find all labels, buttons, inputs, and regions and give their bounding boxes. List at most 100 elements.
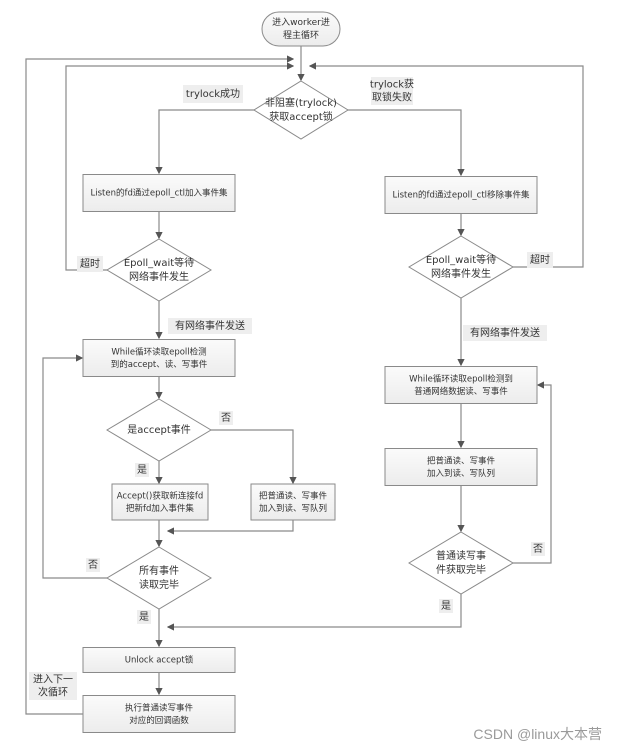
edge-label-trylock-ok: trylock成功 [183,85,243,103]
edge-label-text: 进入下一 [33,674,73,686]
while-right-text: While循环读取epoll检测到 [409,373,513,384]
edge-label-text: 有网络事件发送 [470,326,540,339]
callbacks-text: 对应的回调函数 [129,715,189,726]
terminal-shape [261,11,341,47]
unlock-text: Unlock accept锁 [125,655,194,666]
edge-label-text: 否 [88,559,98,571]
epoll-wait-left-text: Epoll_wait等待 [124,256,194,269]
process-box [82,695,236,733]
edge-timeout-right [308,62,584,268]
edge-label-accept-yes: 是 [135,463,149,477]
edge-trylock-ok [155,109,254,175]
edge-label-accept-no: 否 [219,411,233,425]
edge-label-all-yes: 是 [137,610,151,624]
normal-done-text: 普通读写事 [436,549,486,562]
decision-diamond [106,546,212,610]
edge-label-text: 次循环 [38,686,68,699]
callbacks-text: 执行普通读写事件 [125,702,194,713]
queue-left-text: 把普通读、写事件 [259,490,328,501]
epoll-wait-left-text: 网络事件发生 [129,270,189,283]
while-right-text: 普通网络数据读、写事件 [414,386,508,397]
edge-timeout-left [65,62,295,271]
edge-label-normal-yes: 是 [439,599,453,613]
queue-right-text: 把普通读、写事件 [427,455,496,466]
edge-label-text: 超时 [530,253,550,266]
process-box [82,647,236,673]
edge-label-text: trylock获 [370,79,414,91]
trylock-decision-text: 非阻塞(trylock) [265,96,337,109]
decision-diamond [106,398,212,462]
decision-diamond [253,80,349,140]
start-text: 程主循环 [283,29,319,41]
edge-label-text: 是 [137,464,147,476]
edge-label-text: 否 [221,412,231,424]
normal-done-text: 件获取完毕 [436,563,486,576]
edge-label-text: 超时 [80,257,100,270]
edge-all-no [42,354,107,579]
node-remove-listen: Listen的fd通过epoll_ctl移除事件集 [384,176,538,214]
process-box [250,483,336,521]
accept-box-text: Accept()获取新连接fd [117,490,204,501]
edge-normal-no [513,381,552,564]
epoll-wait-right-text: Epoll_wait等待 [426,253,496,266]
process-box [82,339,236,377]
edge-label-timeout-right: 超时 [527,252,553,268]
process-box [384,448,538,486]
decision-diamond [408,235,514,299]
edge-label-text: 有网络事件发送 [175,319,245,332]
edge-label-normal-no: 否 [531,542,545,556]
edge-label-has-event-right: 有网络事件发送 [463,325,547,341]
node-is-accept: 是accept事件 [106,398,212,462]
node-accept-box: Accept()获取新连接fd 把新fd加入事件集 [111,483,209,521]
all-done-text: 读取完毕 [139,578,179,591]
watermark: CSDN @linux大本营 [473,726,602,742]
decision-diamond [408,531,514,595]
epoll-wait-right-text: 网络事件发生 [431,267,491,280]
all-done-text: 所有事件 [139,564,179,577]
edge-next-loop [25,55,295,715]
queue-right-text: 加入到读、写队列 [427,468,495,479]
while-left-text: While循环读取epoll检测 [111,346,206,357]
edge-label-text: trylock成功 [186,88,240,100]
edge-queue-merge [166,520,294,535]
edge-label-timeout-left: 超时 [77,256,103,272]
while-left-text: 到的accept、读、写事件 [111,359,208,370]
edge-label-has-event-left: 有网络事件发送 [168,318,252,334]
edge-trylock-fail [348,109,465,177]
edge-accept-no [211,429,297,485]
process-box [82,174,236,212]
trylock-decision-text: 获取accept锁 [269,110,333,123]
edge-normal-yes [166,594,462,631]
process-box [384,366,538,404]
node-add-listen: Listen的fd通过epoll_ctl加入事件集 [82,174,236,212]
edge-label-text: 否 [533,543,543,555]
edge-label-text: 是 [139,611,149,623]
add-listen-text: Listen的fd通过epoll_ctl加入事件集 [90,188,228,199]
accept-box-text: 把新fd加入事件集 [126,503,194,514]
edge-label-text: 是 [441,600,451,612]
remove-listen-text: Listen的fd通过epoll_ctl移除事件集 [392,190,530,201]
process-box [384,176,538,214]
process-box [111,483,209,521]
queue-left-text: 加入到读、写队列 [259,503,327,514]
start-text: 进入worker进 [272,17,330,28]
edge-label-all-no: 否 [86,558,100,572]
node-trylock-decision: 非阻塞(trylock)获取accept锁 [253,80,349,140]
is-accept-text: 是accept事件 [127,423,191,436]
edge-label-text: 取锁失败 [372,91,412,104]
decision-diamond [106,238,212,302]
node-unlock: Unlock accept锁 [82,647,236,673]
